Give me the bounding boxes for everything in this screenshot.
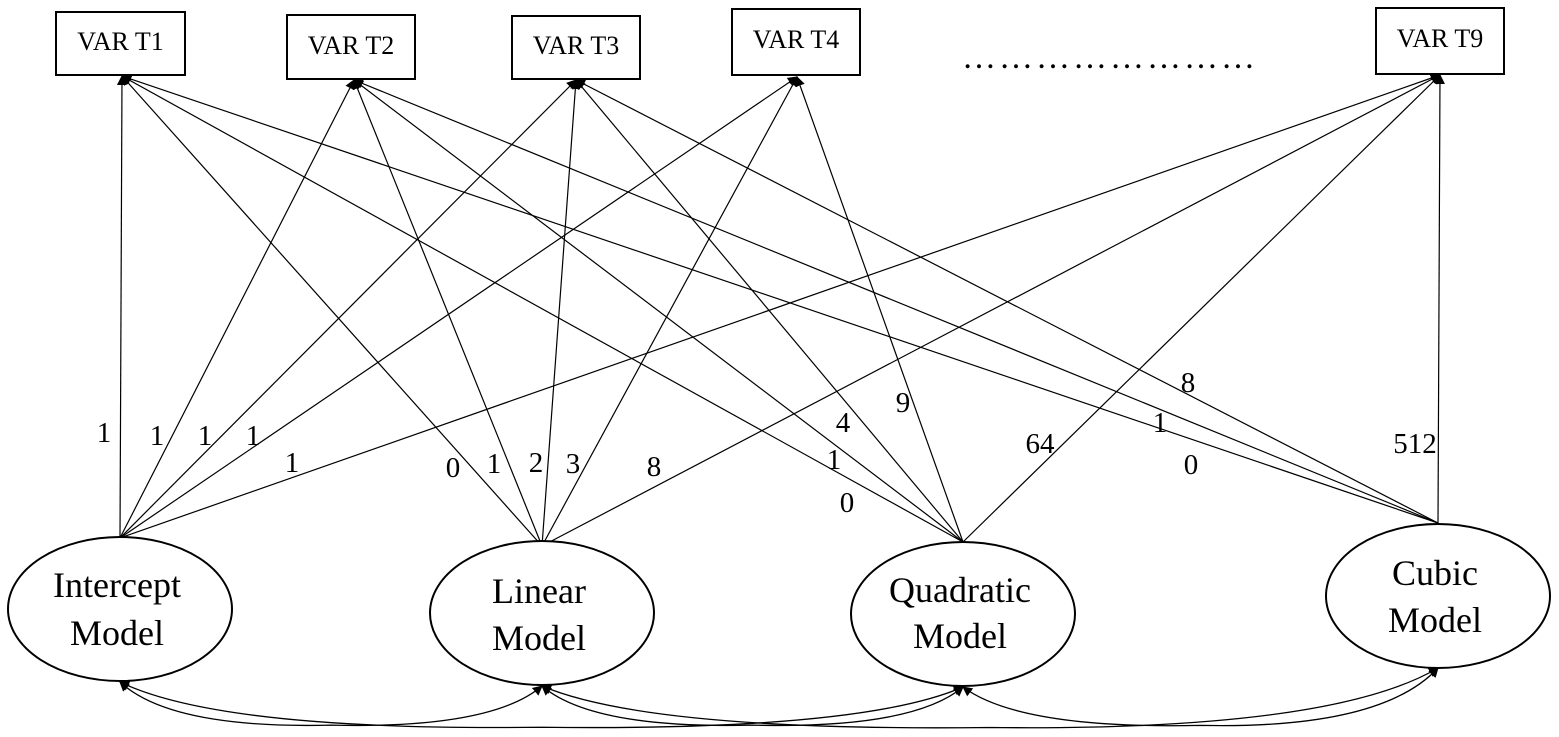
covariance-arc-linear-quadratic	[541, 685, 964, 727]
loading-coefficient-cubic-t2: 1	[1153, 407, 1168, 439]
loading-arrow-cubic-t1	[121, 74, 1439, 524]
loading-coefficient-linear-t4: 3	[566, 448, 581, 480]
latent-label-quadratic-line1: Quadratic	[889, 570, 1031, 610]
loading-arrow-linear-t4	[541, 76, 798, 547]
latent-label-linear-line2: Model	[492, 618, 586, 658]
latent-label-cubic-line1: Cubic	[1392, 553, 1478, 593]
observed-variable-t4: VAR T4	[731, 8, 861, 76]
latent-label-cubic-line2: Model	[1388, 600, 1482, 640]
observed-label-t1: VAR T1	[77, 27, 163, 56]
loading-arrow-linear-t9	[541, 74, 1441, 547]
covariance-arc-intercept-quadratic	[119, 681, 964, 729]
loading-coefficient-cubic-t3: 8	[1181, 367, 1196, 399]
loading-arrow-intercept-t2	[119, 79, 355, 539]
latent-factor-intercept: Intercept Model	[7, 536, 233, 682]
loading-coefficient-intercept-t1: 1	[97, 417, 112, 449]
observed-variable-t1: VAR T1	[55, 11, 186, 76]
latent-label-intercept-line1: Intercept	[53, 565, 181, 605]
loading-coefficient-quadratic-t3: 4	[836, 407, 851, 439]
ellipsis-dots: ……………………	[962, 39, 1258, 76]
covariance-arc-intercept-linear	[119, 681, 543, 727]
loading-coefficient-quadratic-t1: 0	[840, 487, 855, 519]
observed-variable-t3: VAR T3	[511, 15, 641, 80]
loading-arrow-cubic-t3	[575, 79, 1439, 524]
loading-arrow-intercept-t4	[119, 76, 798, 539]
loading-arrow-cubic-t9	[1434, 74, 1445, 524]
loading-coefficient-intercept-t3: 1	[198, 420, 213, 452]
loading-coefficient-linear-t1: 0	[446, 452, 461, 484]
loading-coefficient-intercept-t4: 1	[246, 420, 261, 452]
loading-arrow-quadratic-t1	[121, 75, 964, 543]
loading-coefficient-cubic-t1: 0	[1184, 449, 1199, 481]
covariance-arc-quadratic-cubic	[962, 667, 1439, 727]
loading-coefficient-linear-t9: 8	[647, 451, 662, 483]
latent-label-linear-line1: Linear	[492, 571, 586, 611]
loading-arrow-intercept-t3	[119, 79, 577, 539]
latent-factor-cubic: Cubic Model	[1325, 523, 1551, 669]
loading-coefficient-quadratic-t2: 1	[827, 444, 842, 476]
latent-factor-linear: Linear Model	[429, 540, 655, 686]
loading-arrow-intercept-t9	[119, 73, 1441, 539]
covariance-arc-linear-cubic	[541, 667, 1439, 729]
loading-arrow-quadratic-t9	[962, 74, 1441, 543]
loading-coefficient-cubic-t9: 512	[1393, 428, 1437, 460]
loading-coefficient-quadratic-t9: 64	[1026, 428, 1056, 460]
latent-label-quadratic-line2: Model	[913, 616, 1007, 656]
covariance-arcs	[119, 667, 1439, 729]
latent-factor-quadratic: Quadratic Model	[850, 541, 1076, 687]
observed-label-t3: VAR T3	[533, 31, 619, 60]
observed-label-t2: VAR T2	[308, 31, 394, 60]
observed-label-t4: VAR T4	[753, 25, 839, 54]
loading-arrows	[116, 73, 1445, 547]
observed-variable-t2: VAR T2	[286, 14, 416, 80]
loading-arrow-quadratic-t2	[353, 79, 964, 543]
latent-label-intercept-line2: Model	[70, 613, 164, 653]
loading-coefficient-intercept-t2: 1	[150, 420, 165, 452]
loading-coefficient-quadratic-t4: 9	[896, 387, 911, 419]
loading-arrow-quadratic-t4	[795, 76, 964, 543]
loading-coefficient-linear-t3: 2	[529, 447, 544, 479]
loading-arrow-linear-t3	[541, 79, 581, 547]
loading-arrow-intercept-t1	[116, 75, 127, 539]
loading-arrow-linear-t1	[121, 75, 543, 547]
loading-arrow-cubic-t2	[353, 78, 1439, 524]
loading-coefficient-intercept-t9: 1	[285, 447, 300, 479]
loading-arrow-quadratic-t3	[575, 79, 964, 543]
loading-arrow-linear-t2	[352, 79, 543, 547]
observed-label-t9: VAR T9	[1397, 24, 1483, 53]
loading-coefficient-linear-t2: 1	[487, 448, 502, 480]
observed-variable-t9: VAR T9	[1375, 7, 1505, 75]
